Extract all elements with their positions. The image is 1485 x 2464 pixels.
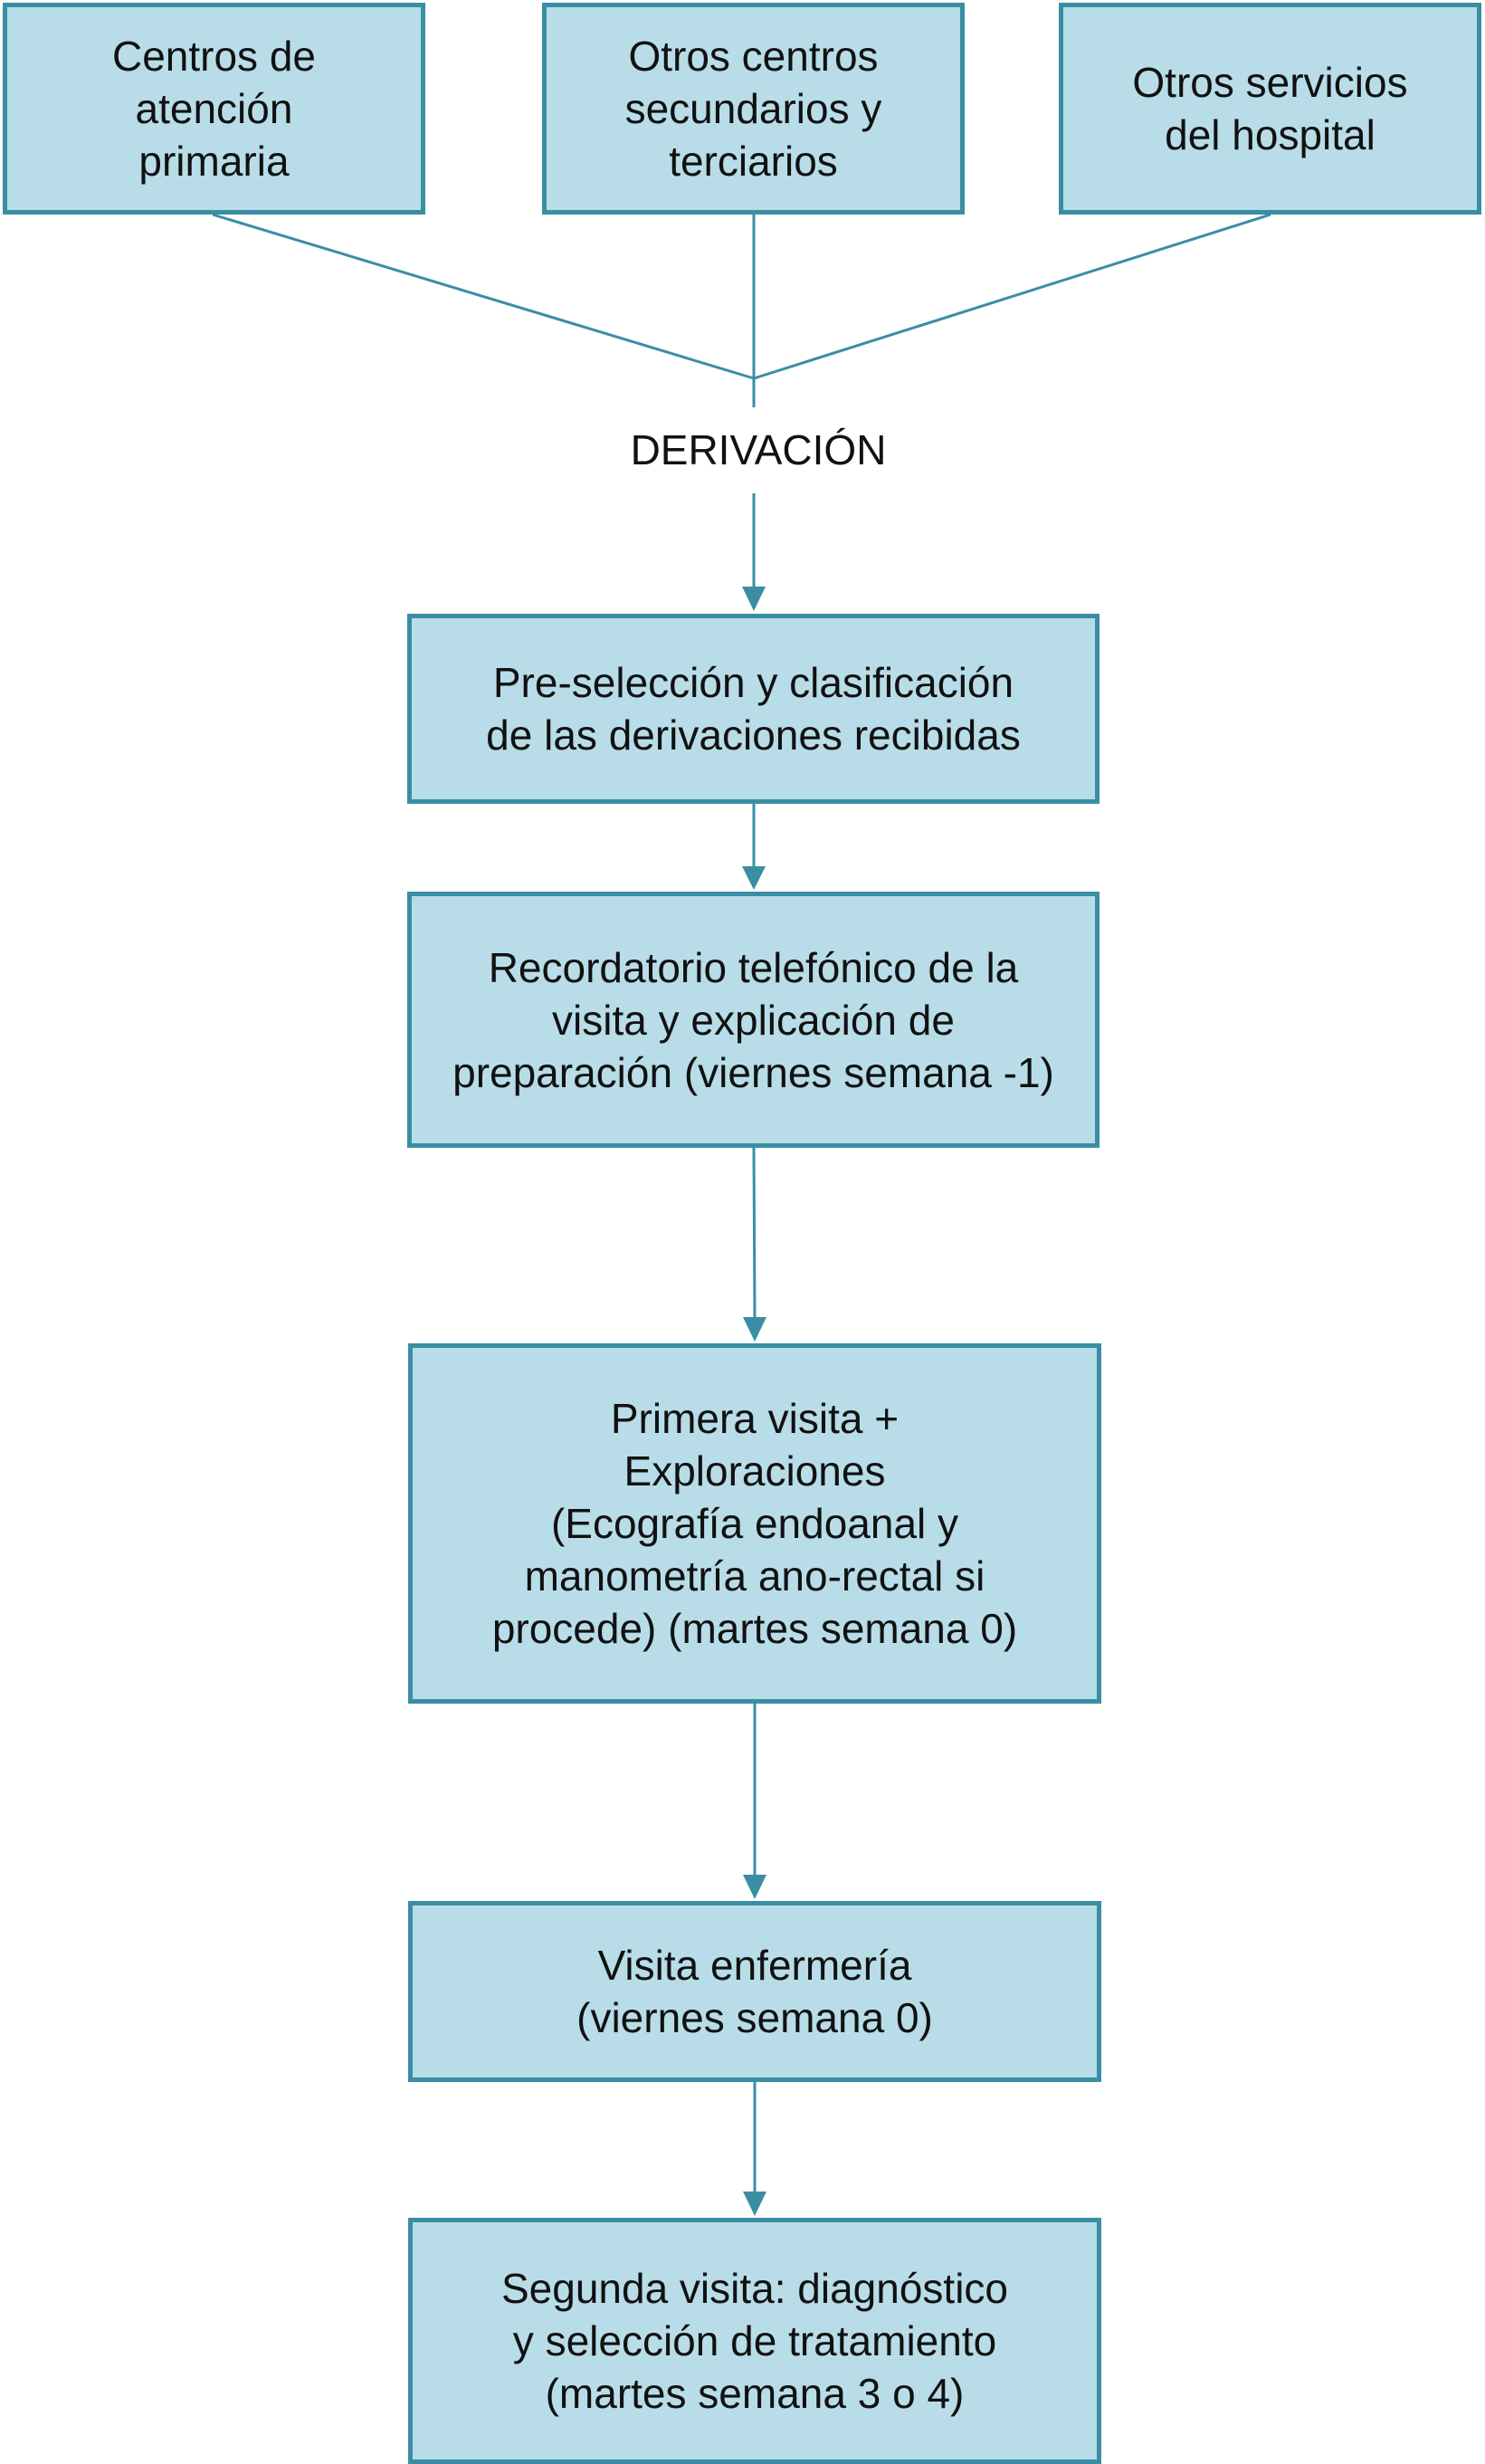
- arrowhead-step2: [742, 866, 766, 890]
- source-node-hospital-services: Otros servicios del hospital: [1059, 3, 1481, 215]
- merge-label-derivation: DERIVACIÓN: [630, 426, 887, 473]
- step-node-label: Visita enfermería (viernes semana 0): [576, 1942, 933, 2041]
- arrowhead-step1: [742, 587, 766, 611]
- arrowhead-step5: [743, 2192, 766, 2216]
- arrow-step2-to-step3: [752, 1147, 757, 1318]
- arrowhead-step4: [743, 1875, 766, 1899]
- step-node-label: Recordatorio telefónico de la visita y e…: [452, 943, 1054, 1096]
- step-node-first-visit: Primera visita + Exploraciones (Ecografí…: [408, 1343, 1101, 1704]
- step-node-nursing-visit: Visita enfermería (viernes semana 0): [408, 1901, 1101, 2082]
- source-node-label: Otros centros secundarios y terciarios: [624, 33, 882, 185]
- connector-source1-merge: [212, 213, 755, 380]
- source-node-label: Centros de atención primaria: [111, 33, 316, 185]
- step-node-label: Pre-selección y clasificación de las der…: [486, 659, 1021, 759]
- connector-source3-merge: [753, 213, 1271, 380]
- arrowhead-step3: [743, 1317, 766, 1342]
- step-node-preselection: Pre-selección y clasificación de las der…: [407, 614, 1099, 804]
- step-node-second-visit: Segunda visita: diagnóstico y selección …: [408, 2218, 1101, 2464]
- source-node-label: Otros servicios del hospital: [1132, 59, 1408, 158]
- source-node-primary-care: Centros de atención primaria: [3, 3, 425, 215]
- source-node-other-centres: Otros centros secundarios y terciarios: [542, 3, 965, 215]
- step-node-phone-reminder: Recordatorio telefónico de la visita y e…: [407, 892, 1099, 1148]
- step-node-label: Segunda visita: diagnóstico y selección …: [500, 2265, 1009, 2417]
- step-node-label: Primera visita + Exploraciones (Ecografí…: [491, 1395, 1018, 1652]
